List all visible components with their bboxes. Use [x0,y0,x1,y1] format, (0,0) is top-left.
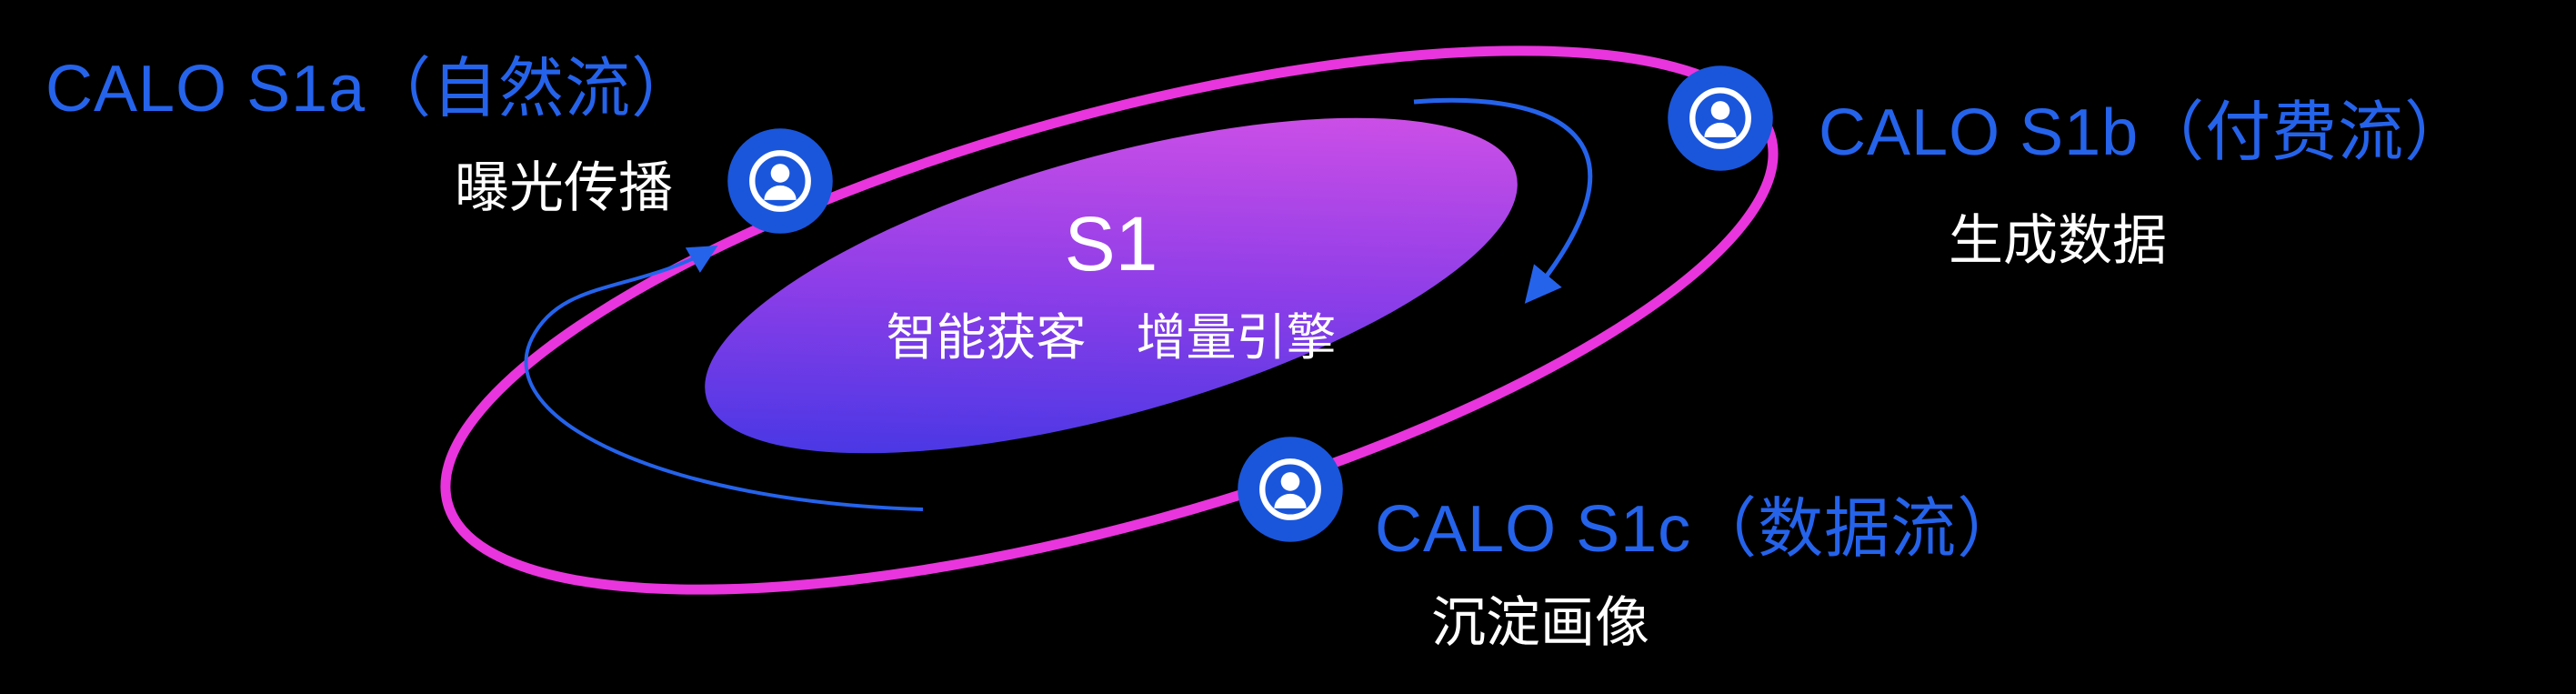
core-title: S1 [1064,201,1158,287]
node-s1a-label: CALO S1a（自然流） [45,53,698,126]
core-text: S1 智能获客 增量引擎 [831,202,1391,369]
person-badge-icon [1237,436,1344,543]
node-s1c-sublabel: 沉淀画像 [1431,592,1649,653]
node-s1c-label: CALO S1c（数据流） [1375,493,2024,566]
node-s1b-sublabel: 生成数据 [1949,210,2167,271]
node-s1a-sublabel: 曝光传播 [455,157,673,218]
flow-arrow-right [1413,97,1593,304]
orbit-ring [440,45,1779,595]
core-ellipse [705,117,1518,454]
person-badge-icon [1667,65,1774,172]
flow-arrow-left [524,245,924,511]
core-subtitle: 智能获客 增量引擎 [886,309,1337,367]
node-s1b-label: CALO S1b（付费流） [1819,96,2471,169]
person-badge-icon [727,127,834,235]
